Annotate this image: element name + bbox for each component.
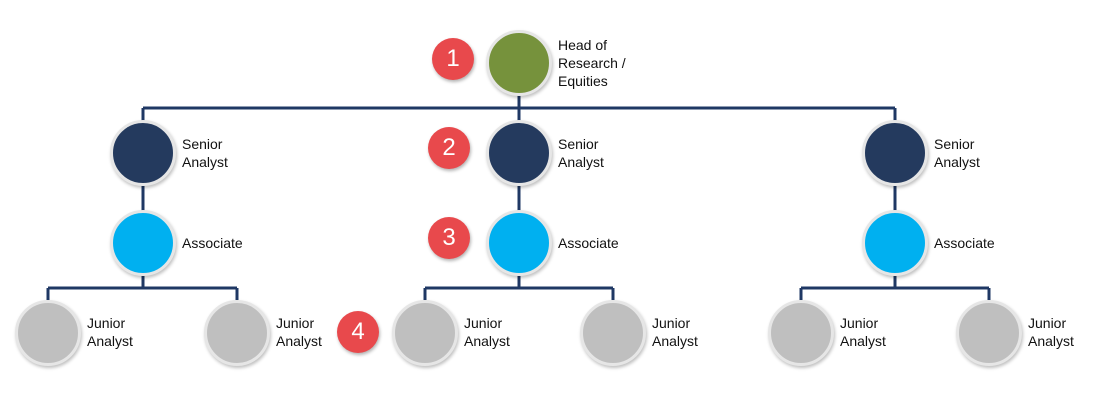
senior-analyst-node (862, 120, 928, 186)
associate-node (862, 210, 928, 276)
junior-analyst-node (768, 300, 834, 366)
associate-label: Associate (558, 235, 619, 251)
senior-analyst-label: Senior Analyst (182, 136, 228, 170)
head-label: Head of Research / Equities (558, 37, 626, 89)
junior-analyst-node (580, 300, 646, 366)
junior-analyst-node (204, 300, 270, 366)
junior-analyst-label: Junior Analyst (840, 315, 886, 349)
level-badge-4: 4 (337, 311, 379, 353)
junior-analyst-node (956, 300, 1022, 366)
level-badge-1: 1 (432, 38, 474, 80)
junior-analyst-label: Junior Analyst (87, 315, 133, 349)
junior-analyst-label: Junior Analyst (464, 315, 510, 349)
senior-analyst-label: Senior Analyst (934, 136, 980, 170)
level-badge-3: 3 (428, 217, 470, 259)
head-node (486, 30, 552, 96)
junior-analyst-label: Junior Analyst (276, 315, 322, 349)
level-badge-2: 2 (428, 127, 470, 169)
junior-analyst-node (392, 300, 458, 366)
senior-analyst-node (110, 120, 176, 186)
associate-node (486, 210, 552, 276)
junior-analyst-node (15, 300, 81, 366)
junior-analyst-label: Junior Analyst (652, 315, 698, 349)
associate-label: Associate (934, 235, 995, 251)
junior-analyst-label: Junior Analyst (1028, 315, 1074, 349)
senior-analyst-label: Senior Analyst (558, 136, 604, 170)
associate-label: Associate (182, 235, 243, 251)
associate-node (110, 210, 176, 276)
senior-analyst-node (486, 120, 552, 186)
